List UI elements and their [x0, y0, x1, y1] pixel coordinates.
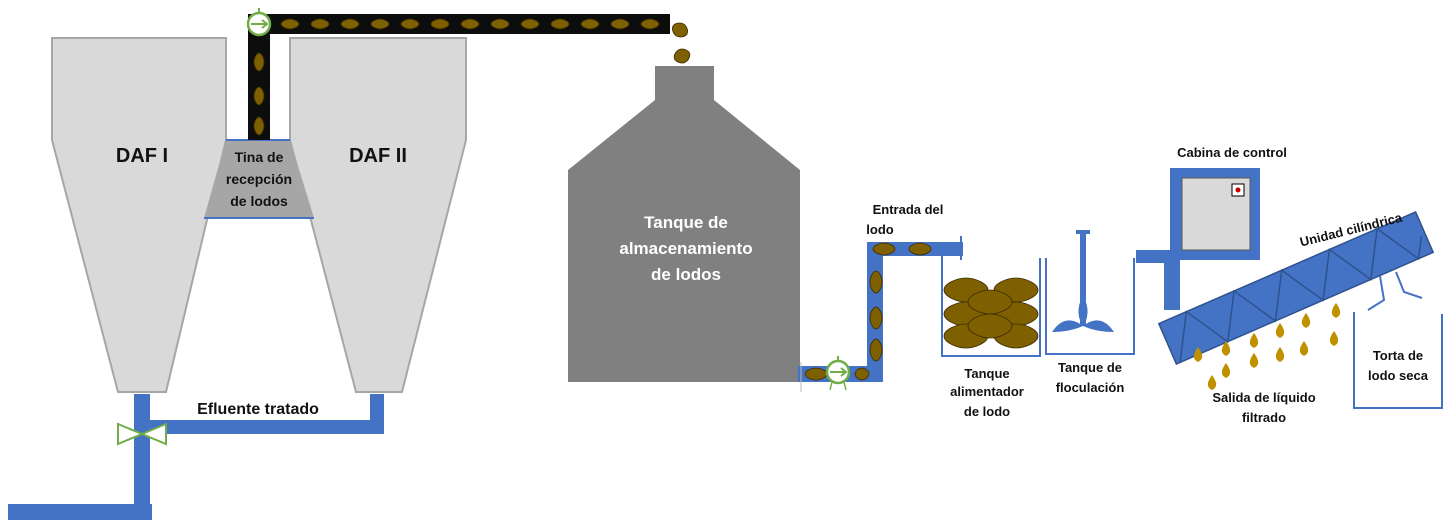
control-cabin: Cabina de control: [1170, 145, 1287, 260]
sludge-blob-icon: [310, 18, 330, 30]
daf-2-label: DAF II: [349, 145, 407, 167]
filtrate-drop-icon: [1207, 375, 1217, 390]
storage-label-line1: Tanque de: [644, 213, 728, 232]
torta-label-line2: lodo seca: [1368, 368, 1429, 383]
sludge-blob-icon: [610, 18, 630, 30]
sludge-blob-icon: [400, 18, 420, 30]
feeder-tank: Tanque alimentador de lodo: [941, 256, 1041, 419]
sludge-blob-icon: [869, 306, 883, 330]
filtrate-drop-icon: [1221, 363, 1231, 378]
flocculation-tank: [1045, 230, 1135, 355]
sludge-blob-icon: [520, 18, 540, 30]
efluente-label: Efluente tratado: [197, 401, 319, 418]
sludge-blob-icon: [854, 367, 870, 381]
sludge-blob-icon: [580, 18, 600, 30]
sludge-blob-icon: [430, 18, 450, 30]
sludge-blobs: [253, 18, 1039, 381]
sludge-inlet-pipe: Entrada del lodo: [798, 202, 963, 392]
sludge-blob-icon: [869, 338, 883, 362]
sludge-reception-tub: Tina de recepción de lodos: [204, 139, 314, 219]
filtrate-drops: [1193, 303, 1341, 390]
salida-label-line2: filtrado: [1242, 410, 1286, 425]
tina-label-line2: recepción: [226, 171, 292, 187]
sludge-blob-icon: [253, 86, 265, 106]
filtrate-drop-icon: [1221, 341, 1231, 356]
sludge-blob-icon: [908, 242, 932, 256]
sludge-pipe: [248, 14, 670, 140]
pump-icon: [825, 356, 851, 391]
filtrate-drop-icon: [1275, 347, 1285, 362]
entrada-label-line2: lodo: [866, 222, 893, 237]
valve-icon: [117, 422, 167, 446]
daf-1-tank: DAF I: [51, 37, 227, 393]
sludge-blob-icon: [253, 116, 265, 136]
feeder-label-line2: alimentador: [950, 384, 1024, 399]
effluent-pipe: [8, 394, 384, 520]
filtrate-drop-icon: [1301, 313, 1311, 328]
sludge-blob-icon: [672, 22, 688, 38]
mixer-icon: [1052, 296, 1114, 332]
feeder-label-line1: Tanque: [964, 366, 1009, 381]
daf-2-tank: DAF II: [289, 37, 467, 393]
sludge-blob-icon: [370, 18, 390, 30]
daf-1-label: DAF I: [116, 145, 168, 167]
indicator-light: [1235, 187, 1241, 193]
filtrate-drop-icon: [1299, 341, 1309, 356]
sludge-blob-icon: [804, 367, 828, 381]
feed-pipe: [1136, 250, 1180, 310]
sludge-blob-icon: [967, 289, 1013, 315]
filtrate-drop-icon: [1249, 333, 1259, 348]
pump-icon: [246, 8, 272, 37]
sludge-blob-icon: [280, 18, 300, 30]
sludge-blob-icon: [340, 18, 360, 30]
sludge-blob-icon: [872, 242, 896, 256]
sludge-blob-icon: [967, 313, 1013, 339]
dry-cake-container: Torta de lodo seca: [1353, 312, 1443, 409]
sludge-blob-icon: [869, 270, 883, 294]
feeder-label-line3: de lodo: [964, 404, 1010, 419]
tina-label-line1: Tina de: [235, 149, 284, 165]
storage-label-line3: de lodos: [651, 265, 721, 284]
sludge-blob-icon: [673, 48, 691, 64]
tina-label-line3: de lodos: [230, 193, 288, 209]
filtrate-drop-icon: [1331, 303, 1341, 318]
floc-label-line1: Tanque de: [1058, 360, 1122, 375]
filtrate-drop-icon: [1275, 323, 1285, 338]
torta-label-line1: Torta de: [1373, 348, 1423, 363]
salida-label-line1: Salida de líquido: [1212, 390, 1315, 405]
sludge-storage-tank: Tanque de almacenamiento de lodos: [568, 66, 800, 382]
filtrate-drop-icon: [1329, 331, 1339, 346]
cabina-label: Cabina de control: [1177, 145, 1287, 160]
sludge-blob-icon: [253, 52, 265, 72]
sludge-blob-icon: [550, 18, 570, 30]
floc-label-line2: floculación: [1056, 380, 1125, 395]
sludge-blob-icon: [460, 18, 480, 30]
filtrate-drop-icon: [1193, 347, 1203, 362]
storage-label-line2: almacenamiento: [619, 239, 752, 258]
sludge-blob-icon: [640, 18, 660, 30]
entrada-label-line1: Entrada del: [873, 202, 944, 217]
filtrate-drop-icon: [1249, 353, 1259, 368]
sludge-blob-icon: [490, 18, 510, 30]
